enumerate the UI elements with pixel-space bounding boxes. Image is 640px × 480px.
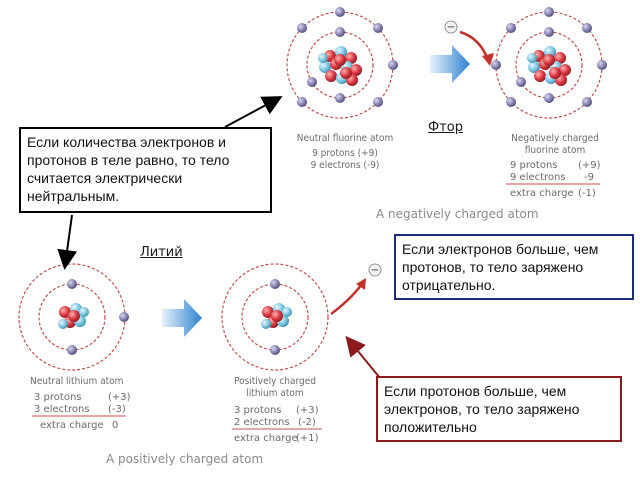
fluorine-negative-protons-label: 9 protons (510, 160, 558, 171)
neutral-pointer-arrow (224, 96, 283, 128)
electrons (491, 7, 607, 107)
lithium-neutral-atom (18, 263, 129, 371)
positive-callout: Если протонов больше, чем электронов, то… (376, 376, 622, 442)
fluorine-negative-protons-value: (+9) (578, 160, 601, 171)
positive-atom-caption: A positively charged atom (106, 452, 264, 466)
electron-release-arrow (330, 283, 363, 316)
extra-electron (491, 60, 501, 70)
lithium-positive-title-2: lithium atom (246, 388, 304, 399)
negative-callout: Если электронов больше, чем протонов, то… (394, 234, 634, 300)
lithium-positive-electrons-value: (-2) (298, 417, 316, 428)
fluorine-negative-title-2: fluorine atom (524, 145, 586, 156)
electrons (297, 7, 398, 107)
nucleus (261, 303, 292, 329)
lithium-neutral-title: Neutral lithium atom (30, 376, 124, 387)
lithium-positive-electrons-label: 2 electrons (234, 417, 290, 428)
lithium-neutral-protons-value: (+3) (108, 392, 131, 403)
fluorine-transition-arrow (430, 45, 470, 83)
fluorine-negative-electrons-label: 9 electrons (510, 172, 566, 183)
lithium-positive-protons-label: 3 protons (234, 405, 282, 416)
lithium-positive-extra-value: (+1) (296, 433, 319, 444)
nucleus (318, 46, 362, 86)
fluorine-negative-electrons-value: -9 (584, 172, 594, 183)
nucleus (58, 303, 89, 329)
neutral-callout: Если количества электронов и протонов в … (19, 127, 272, 213)
lithium-positive-extra-label: extra charge (234, 433, 298, 444)
lithium-positive-title-1: Positively charged (234, 376, 316, 387)
fluorine-neutral-atom (286, 7, 398, 119)
nucleus (527, 46, 571, 86)
lithium-transition-arrow (162, 299, 202, 337)
fluorine-neutral-title: Neutral fluorine atom (296, 133, 394, 144)
lithium-neutral-electrons-label: 3 electrons (34, 404, 90, 415)
negative-atom-caption: A negatively charged atom (376, 207, 539, 221)
fluorine-label: Фтор (428, 120, 463, 135)
lithium-neutral-electrons-value: (-3) (108, 404, 126, 415)
lithium-positive-atom: − (221, 263, 382, 371)
fluorine-neutral-electrons: 9 electrons (-9) (310, 160, 380, 171)
fluorine-negative-extra-label: extra charge (510, 188, 574, 199)
lithium-neutral-protons-label: 3 protons (34, 392, 82, 403)
lithium-neutral-extra-label: extra charge (40, 420, 104, 431)
electrons (67, 279, 129, 355)
svg-text:−: − (447, 22, 455, 33)
fluorine-neutral-protons: 9 protons (+9) (312, 148, 378, 159)
fluorine-negative-title-1: Negatively charged (511, 133, 599, 144)
lithium-label: Литий (140, 245, 183, 260)
lithium-neutral-extra-value: 0 (112, 420, 119, 431)
lithium-positive-protons-value: (+3) (296, 405, 319, 416)
free-electron-icon (444, 20, 458, 34)
positive-pointer-arrow (345, 335, 381, 379)
svg-text:−: − (371, 265, 379, 276)
free-electron-icon (368, 263, 382, 277)
fluorine-negative-atom: − (444, 7, 607, 119)
electrons (270, 279, 280, 355)
neutral-lithium-pointer-arrow (57, 214, 78, 270)
fluorine-negative-extra-value: (-1) (578, 188, 596, 199)
